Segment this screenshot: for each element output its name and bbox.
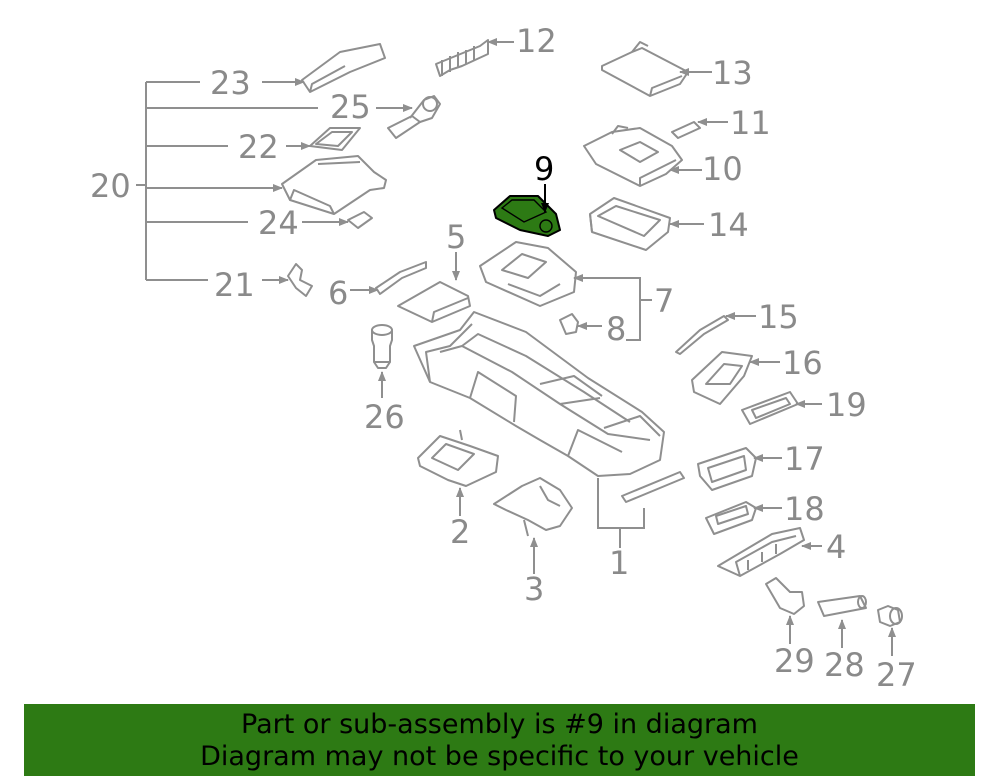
part-11 <box>671 118 728 139</box>
label-part-13: 13 <box>712 54 753 92</box>
label-part-5: 5 <box>446 218 466 256</box>
label-part-3: 3 <box>524 570 544 608</box>
label-part-23: 23 <box>210 64 251 102</box>
label-part-12: 12 <box>516 22 557 60</box>
part-2 <box>417 429 499 516</box>
part-15 <box>675 312 756 355</box>
label-part-21: 21 <box>214 266 255 304</box>
parts-diagram: 1 2 3 4 5 6 7 8 9 10 11 12 13 14 15 16 1… <box>90 22 917 694</box>
part-8 <box>559 313 602 335</box>
part-1-strip <box>621 471 685 503</box>
label-part-19: 19 <box>826 386 867 424</box>
part-29 <box>765 577 805 644</box>
part-4 <box>717 527 822 577</box>
label-part-8: 8 <box>606 310 626 348</box>
label-part-15: 15 <box>758 298 799 336</box>
part-18 <box>705 501 782 535</box>
label-part-20: 20 <box>90 167 131 205</box>
label-part-17: 17 <box>784 440 825 478</box>
label-part-9: 9 <box>534 150 554 188</box>
label-part-7: 7 <box>654 282 674 320</box>
part-28 <box>817 595 867 648</box>
part-25 <box>376 95 441 139</box>
part-14 <box>589 197 704 251</box>
label-part-4: 4 <box>826 528 846 566</box>
part-20 <box>281 155 387 215</box>
part-12 <box>435 38 514 77</box>
part-21 <box>262 263 313 297</box>
label-part-14: 14 <box>708 206 749 244</box>
banner-line-2: Diagram may not be specific to your vehi… <box>200 741 799 772</box>
part-22 <box>286 127 361 151</box>
part-23 <box>262 43 386 93</box>
part-13 <box>601 41 712 97</box>
label-part-6: 6 <box>328 274 348 312</box>
part-1-console <box>413 311 665 548</box>
label-part-16: 16 <box>782 344 823 382</box>
label-part-26: 26 <box>364 398 405 436</box>
label-part-28: 28 <box>824 646 865 684</box>
part-9 <box>493 184 561 237</box>
part-7 <box>479 241 652 341</box>
label-part-24: 24 <box>258 204 299 242</box>
label-part-1: 1 <box>609 544 629 582</box>
part-26 <box>371 324 393 398</box>
bracket-20 <box>136 81 318 281</box>
part-27 <box>877 605 903 656</box>
part-6 <box>350 261 427 295</box>
label-part-18: 18 <box>784 490 825 528</box>
part-19 <box>741 391 822 425</box>
part-17 <box>697 447 782 491</box>
label-part-27: 27 <box>876 656 917 694</box>
part-16 <box>691 351 780 405</box>
part-24 <box>302 211 373 229</box>
label-part-11: 11 <box>730 104 771 142</box>
label-part-22: 22 <box>238 128 279 166</box>
label-part-2: 2 <box>450 513 470 551</box>
banner-line-1: Part or sub-assembly is #9 in diagram <box>241 709 758 740</box>
label-part-29: 29 <box>774 642 815 680</box>
part-10 <box>583 125 702 187</box>
info-banner: Part or sub-assembly is #9 in diagram Di… <box>24 704 975 776</box>
part-3 <box>493 477 573 574</box>
label-part-25: 25 <box>330 88 371 126</box>
part-5 <box>397 252 471 323</box>
label-part-10: 10 <box>702 150 743 188</box>
